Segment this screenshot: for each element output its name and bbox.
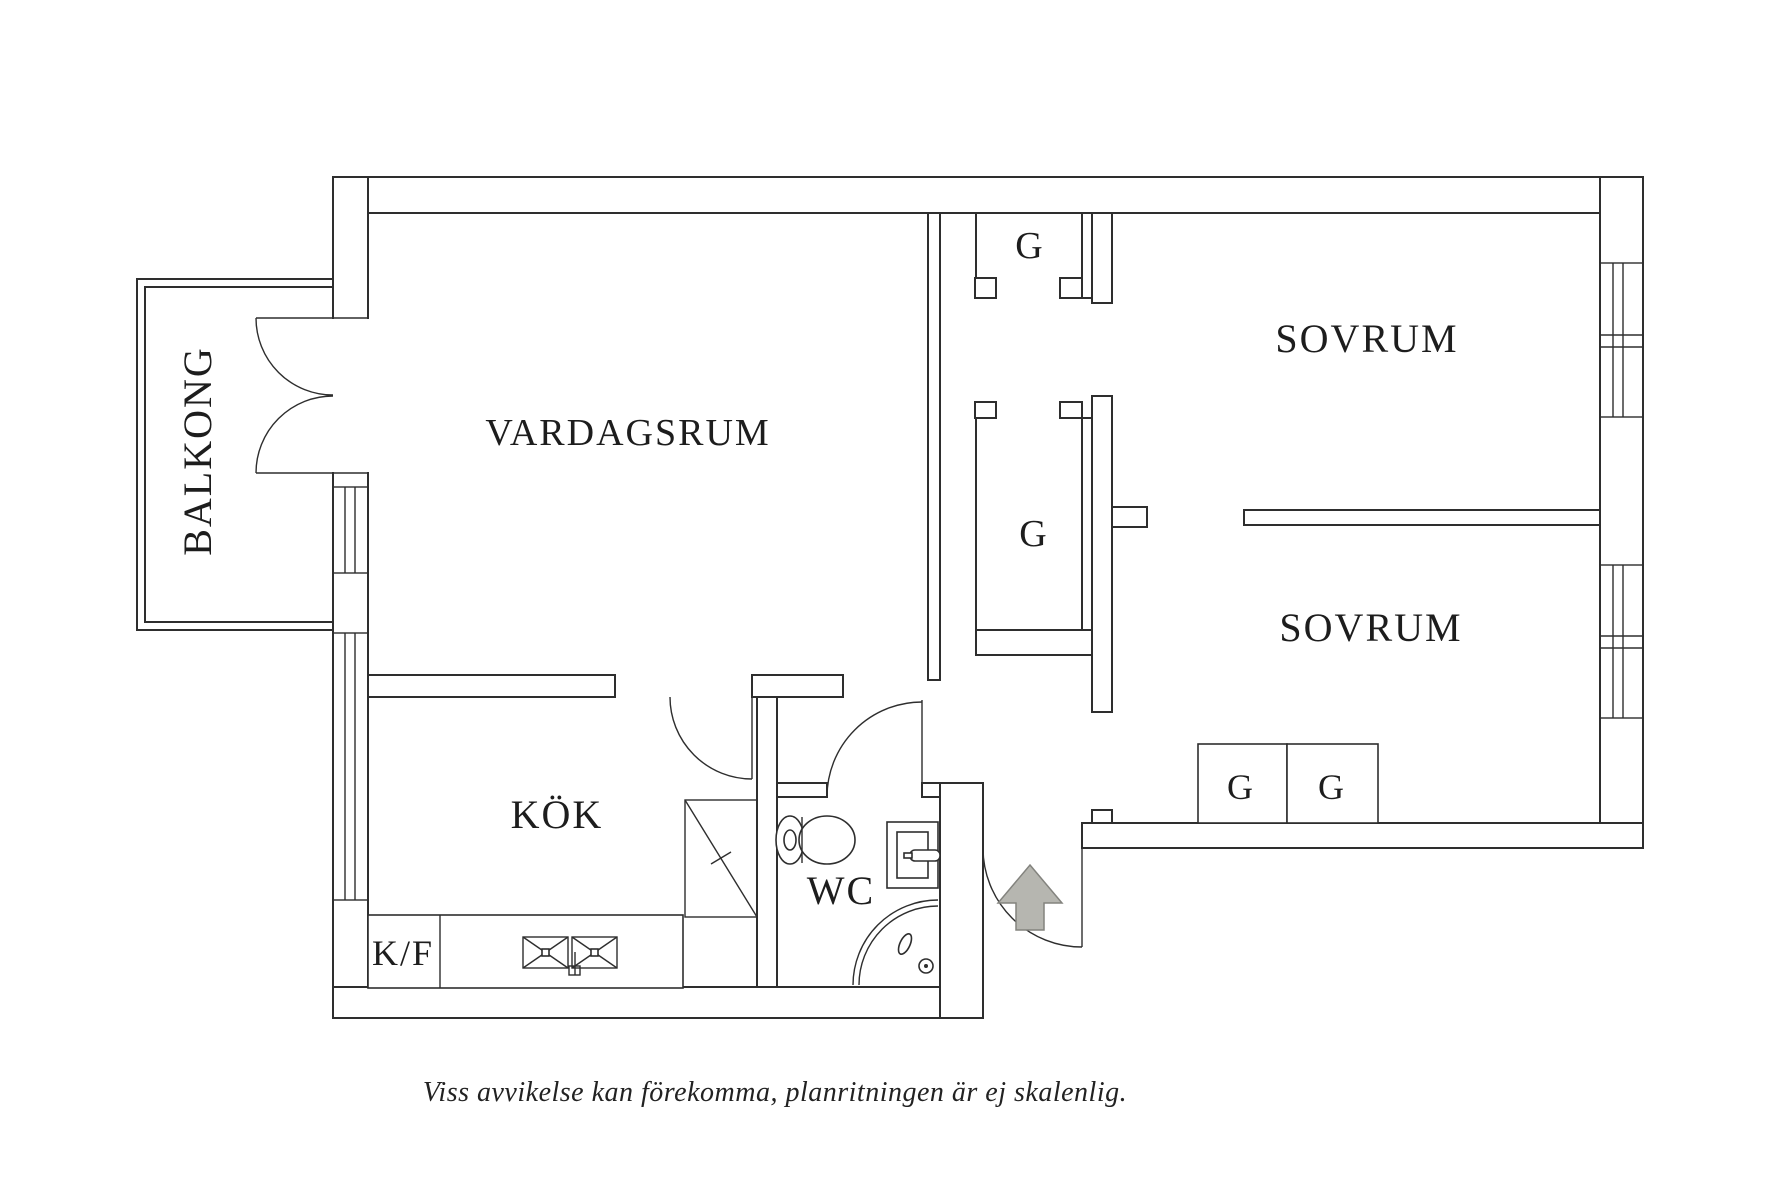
- wall-wc-north-jamb: [921, 782, 941, 798]
- wall-top: [332, 176, 1644, 214]
- closet-hall-stub-right: [1059, 401, 1083, 419]
- label-bedroom1: SOVRUM: [1275, 316, 1458, 361]
- kitchen-sink-right-icon: [571, 936, 618, 969]
- wall-wc-north: [776, 782, 828, 798]
- wall-right: [1599, 176, 1644, 849]
- window-bedroom1: [1599, 262, 1644, 418]
- toilet-icon: [775, 815, 856, 865]
- wall-living-kitchen-west: [367, 674, 616, 698]
- entry-door: [982, 847, 1083, 948]
- doors: [255, 317, 1083, 948]
- wall-bedroom-west-lower: [1091, 395, 1113, 713]
- kitchen-counter: [367, 914, 684, 989]
- kitchen-sink-left-icon: [522, 936, 569, 969]
- label-fridge-freezer: K/F: [372, 933, 434, 973]
- label-living-room: VARDAGSRUM: [485, 412, 770, 454]
- label-wardrobe-right: G: [1318, 767, 1346, 807]
- closet-top-stub-right: [1059, 277, 1083, 299]
- wall-bedroom1-west-upper: [1091, 212, 1113, 304]
- label-balcony: BALKONG: [175, 346, 220, 556]
- kitchen-shaft: [684, 799, 758, 918]
- wc-door: [826, 700, 923, 798]
- wall-bottom-left: [332, 986, 984, 1019]
- balcony-structure: [136, 278, 333, 631]
- wall-wc-west: [756, 696, 778, 988]
- interior-walls: [367, 212, 1601, 988]
- wall-bedroom-divider: [1243, 509, 1601, 526]
- closet-hall-stub-left: [974, 401, 997, 419]
- wall-entry-west: [939, 782, 984, 1019]
- wc-sink-icon: [886, 821, 941, 889]
- label-wardrobe-left: G: [1227, 767, 1255, 807]
- wardrobe-right-box: [1286, 743, 1379, 824]
- windows: [332, 262, 1644, 901]
- closet-hall-east-wall: [1081, 417, 1093, 631]
- wall-bottom-right: [1081, 822, 1644, 849]
- shower-icon: [852, 899, 939, 986]
- label-kitchen: KÖK: [511, 792, 604, 837]
- entry-arrow-icon: [996, 863, 1064, 931]
- closet-top-stub-left: [974, 277, 997, 299]
- closet-hall-bottom-wall: [975, 629, 1093, 656]
- wall-stub-bedroom2-nw: [1111, 506, 1148, 528]
- window-bedroom2: [1599, 564, 1644, 719]
- wall-stub-bedroom2-sw: [1091, 809, 1113, 824]
- room-labels: BALKONG VARDAGSRUM KÖK WC K/F SOVRUM SOV…: [175, 225, 1462, 973]
- label-wc: WC: [807, 868, 875, 913]
- bedroom2-wardrobes: [1197, 743, 1379, 824]
- balcony-french-doors: [255, 317, 370, 474]
- disclaimer-caption: Viss avvikelse kan förekomma, planritnin…: [423, 1077, 1127, 1108]
- balcony-inner-wall: [144, 286, 333, 623]
- hall-closets: [974, 213, 1093, 656]
- kitchen-door: [669, 696, 753, 780]
- entry-direction-arrow: [996, 863, 1064, 931]
- kitchen-fixtures: [367, 799, 758, 989]
- balcony-outer-wall: [136, 278, 333, 631]
- exterior-walls: [332, 176, 1644, 1019]
- wardrobe-left-box: [1197, 743, 1288, 824]
- window-living-room: [332, 486, 369, 574]
- wall-closet-top-east: [1081, 212, 1093, 299]
- wc-fixtures: [775, 815, 941, 986]
- kitchen-faucet-icon: [568, 952, 581, 976]
- wall-living-kitchen-east: [751, 674, 844, 698]
- label-bedroom2: SOVRUM: [1279, 605, 1462, 650]
- label-closet-hall: G: [1019, 513, 1048, 555]
- label-closet-top: G: [1015, 225, 1044, 267]
- wall-living-east: [927, 212, 941, 681]
- window-kitchen: [332, 632, 369, 901]
- wall-left: [332, 176, 369, 1019]
